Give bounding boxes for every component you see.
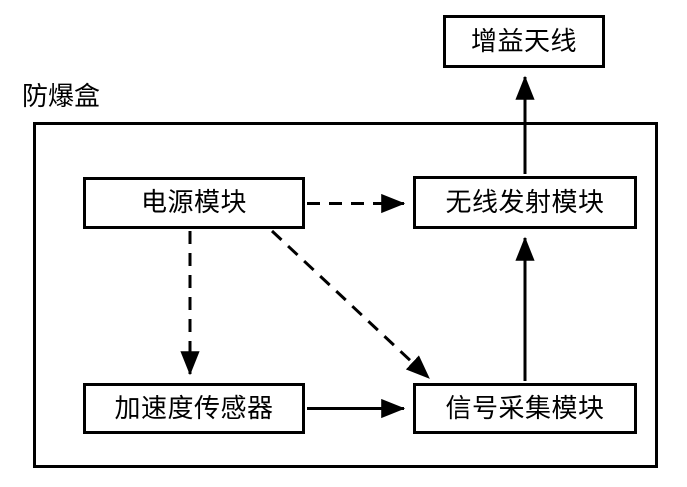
explosion-proof-box-label: 防爆盒: [22, 82, 101, 111]
node-signal-acquisition-module[interactable]: 信号采集模块: [413, 383, 637, 434]
node-power-module-label: 电源模块: [140, 188, 247, 217]
node-acceleration-sensor[interactable]: 加速度传感器: [83, 383, 305, 434]
node-gain-antenna-label: 增益天线: [470, 26, 577, 56]
explosion-proof-box-container: [33, 122, 658, 468]
connector-power-to-signal: [270, 229, 431, 380]
node-signal-acquisition-module-label: 信号采集模块: [445, 393, 605, 423]
node-wireless-transmit-module-label: 无线发射模块: [445, 187, 605, 217]
node-power-module[interactable]: 电源模块: [83, 177, 305, 229]
node-gain-antenna[interactable]: 增益天线: [443, 15, 605, 68]
node-acceleration-sensor-label: 加速度传感器: [114, 393, 274, 423]
node-wireless-transmit-module[interactable]: 无线发射模块: [413, 176, 637, 229]
